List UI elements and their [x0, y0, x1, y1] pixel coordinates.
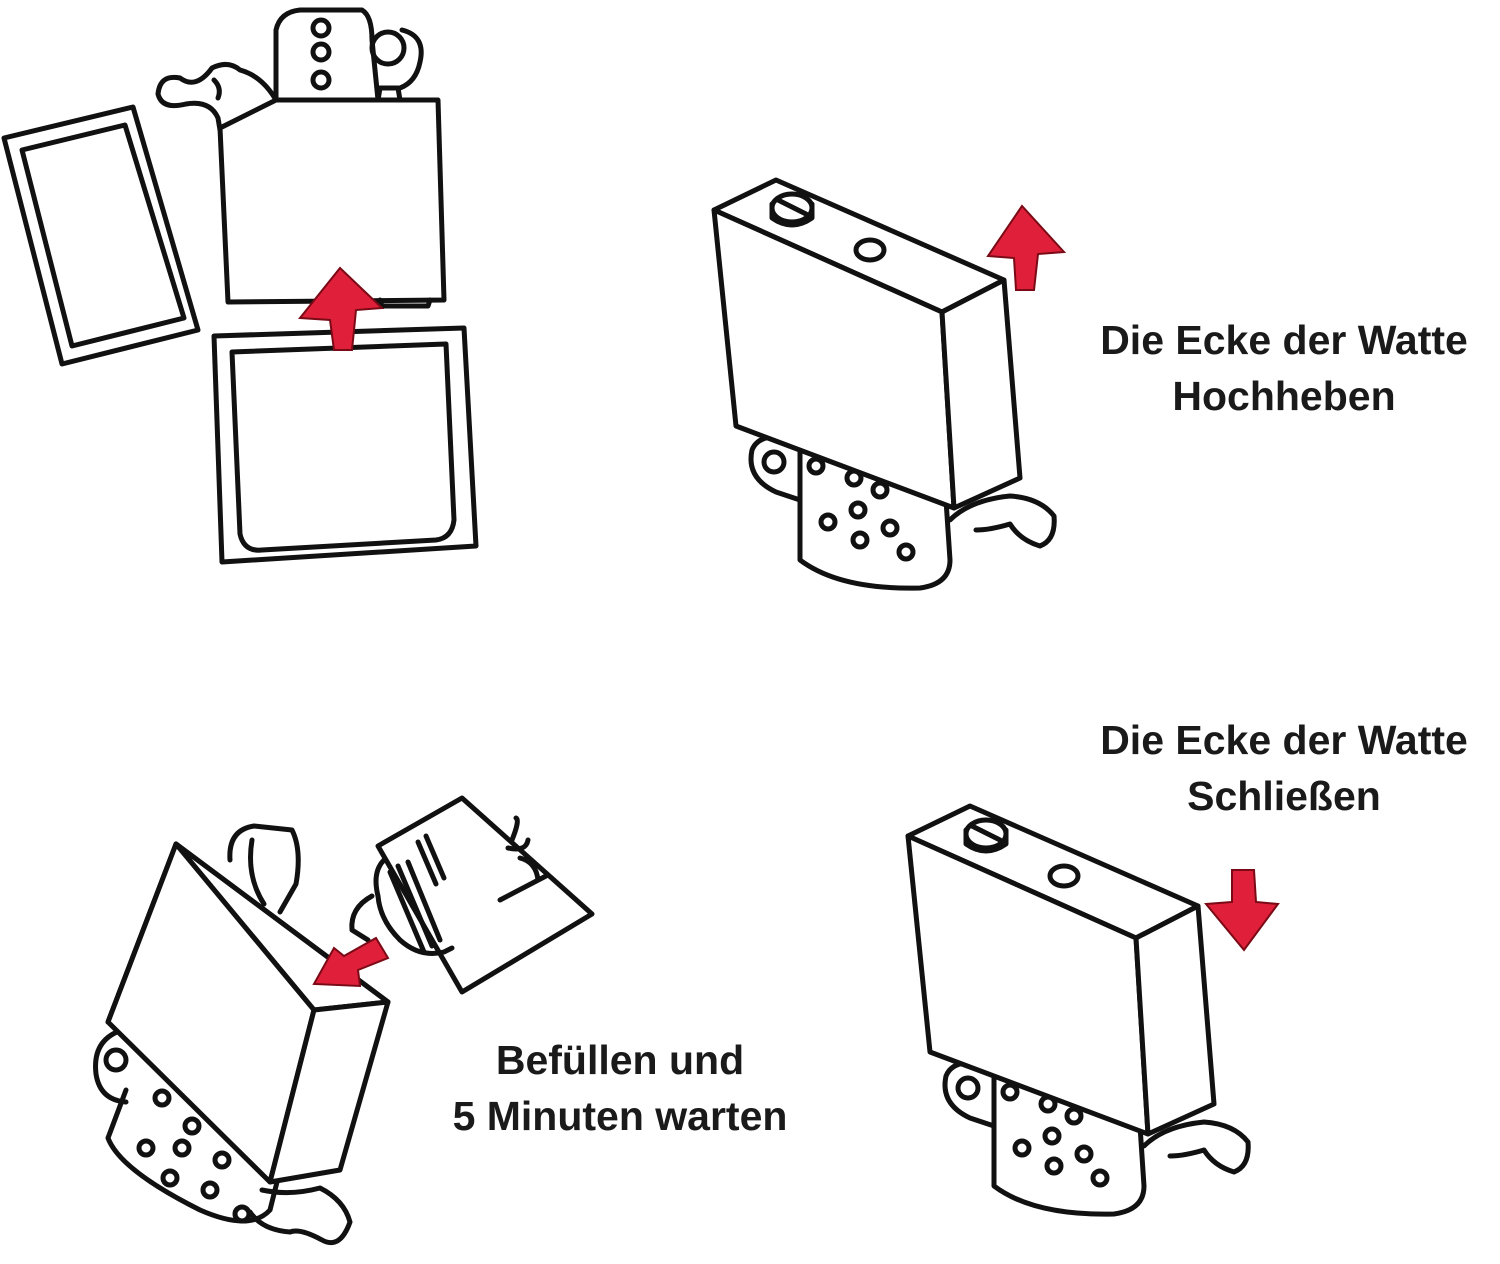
- caption-line: Schließen: [1062, 768, 1500, 824]
- lighter-insert-icon: [908, 806, 1248, 1214]
- zippo-lighter-open-icon: [4, 10, 476, 562]
- caption-line: Die Ecke der Watte: [1062, 712, 1500, 768]
- caption-close-wadding: Die Ecke der Watte Schließen: [1062, 712, 1500, 824]
- caption-lift-wadding: Die Ecke der Watte Hochheben: [1062, 312, 1500, 424]
- caption-line: 5 Minuten warten: [400, 1088, 840, 1144]
- caption-fill-and-wait: Befüllen und 5 Minuten warten: [400, 1032, 840, 1144]
- fill-arrow-icon: [314, 938, 388, 986]
- down-arrow-icon: [1206, 870, 1278, 950]
- caption-line: Hochheben: [1062, 368, 1500, 424]
- lighter-fill-icon: [96, 826, 388, 1243]
- fluid-can-icon: [352, 798, 592, 992]
- caption-line: Befüllen und: [400, 1032, 840, 1088]
- caption-line: Die Ecke der Watte: [1062, 312, 1500, 368]
